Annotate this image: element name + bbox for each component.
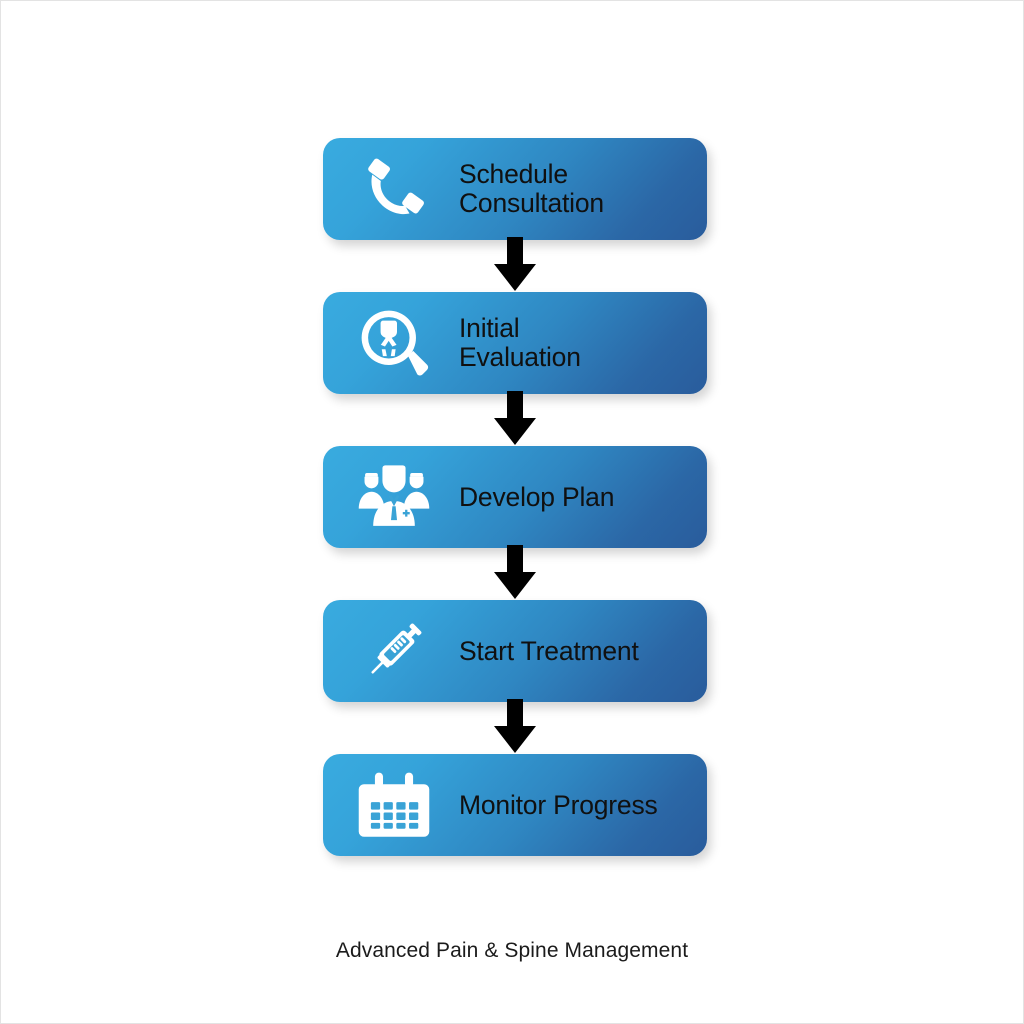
telephone-icon [323,138,459,240]
arrow-down-icon [494,391,536,445]
connector-4-5 [323,699,707,754]
step-box-initial-evaluation[interactable]: Initial Evaluation [323,292,707,394]
connector-1-2 [323,237,707,292]
connector-3-4 [323,545,707,600]
magnifier-joint-icon [323,292,459,394]
flow-step-2[interactable]: Initial Evaluation [323,292,707,394]
step-label: Initial Evaluation [459,313,581,372]
step-label: Start Treatment [459,635,639,666]
step-box-monitor-progress[interactable]: Monitor Progress [323,754,707,856]
syringe-icon [323,600,459,702]
step-label: Monitor Progress [459,789,658,820]
medical-team-icon [323,446,459,548]
calendar-icon [323,754,459,856]
flowchart: Schedule Consultation [323,138,707,856]
step-label: Develop Plan [459,481,615,512]
connector-2-3 [323,391,707,446]
diagram-caption: Advanced Pain & Spine Management [335,939,689,962]
flow-step-4[interactable]: Start Treatment [323,600,707,702]
step-box-start-treatment[interactable]: Start Treatment [323,600,707,702]
flow-step-1[interactable]: Schedule Consultation [323,138,707,240]
step-box-schedule-consultation[interactable]: Schedule Consultation [323,138,707,240]
step-box-develop-plan[interactable]: Develop Plan [323,446,707,548]
step-label: Schedule Consultation [459,159,604,218]
arrow-down-icon [494,699,536,753]
flow-step-5[interactable]: Monitor Progress [323,754,707,856]
flow-step-3[interactable]: Develop Plan [323,446,707,548]
arrow-down-icon [494,237,536,291]
arrow-down-icon [494,545,536,599]
